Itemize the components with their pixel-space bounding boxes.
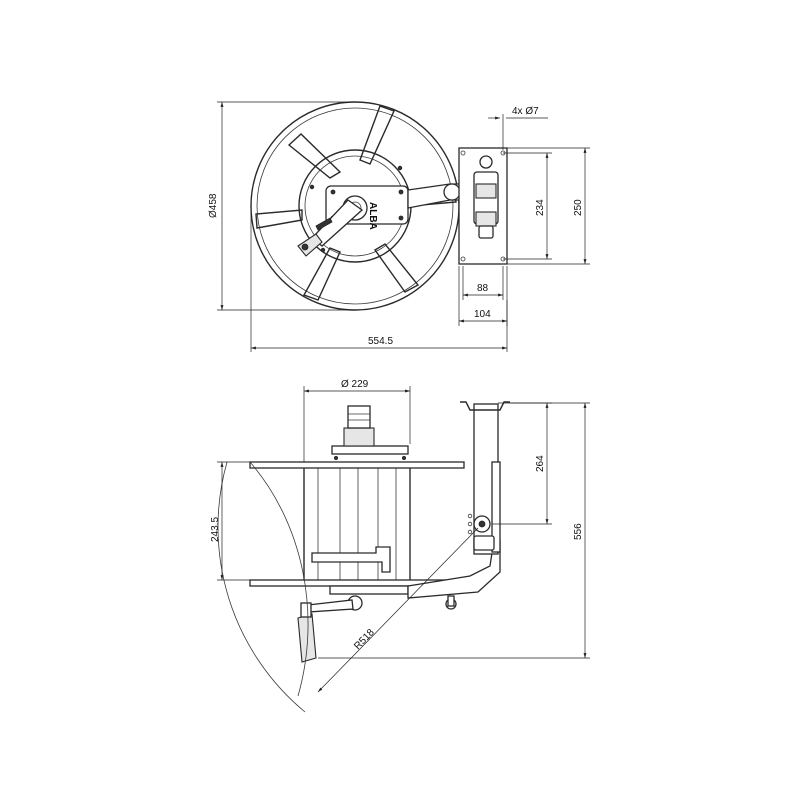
inlet-body [343, 427, 375, 447]
dim-556: 556 [318, 402, 590, 659]
r518-line [317, 527, 479, 693]
dim-556-label: 556 [573, 523, 584, 540]
swivel-collar-lower [475, 211, 497, 227]
dim-234: 234 [503, 152, 552, 260]
dim-229-label: Ø 229 [341, 379, 369, 390]
dim-104: 104 [458, 266, 508, 326]
bolt [309, 184, 315, 190]
swivel-collar [475, 183, 497, 199]
bolt [320, 247, 326, 253]
bolt [397, 165, 403, 171]
mounting-hole [460, 256, 466, 262]
swing-arc [217, 461, 306, 713]
dim-r518-label: R518 [352, 627, 377, 652]
swivel-lower-body [473, 535, 495, 551]
drum-top-flange [249, 461, 465, 469]
bracket-foot [460, 401, 510, 411]
swing-arc-right [249, 461, 309, 697]
bolt [330, 189, 336, 195]
dim-250-label: 250 [573, 199, 584, 216]
dim-243: 243.5 [210, 461, 250, 581]
inlet-plate [331, 445, 409, 455]
drum-inner-rim [256, 107, 454, 305]
swivel-knob-stem [447, 595, 455, 607]
dim-250: 250 [507, 147, 590, 265]
inlet-nut [347, 405, 371, 429]
dim-holes: 4x Ø7 [488, 106, 548, 150]
bolt [398, 215, 404, 221]
joint-bolt [467, 529, 473, 535]
dim-104-label: 104 [474, 309, 491, 320]
swivel-joint [443, 183, 461, 201]
crank-grip [297, 613, 317, 663]
crank-hub-plate [329, 585, 409, 595]
dim-554-label: 554.5 [368, 336, 393, 347]
mounting-hole [460, 150, 466, 156]
swivel-top-knob [479, 155, 493, 169]
dim-234-label: 234 [535, 199, 546, 216]
front-view: ALBA Ø458 554.5 [208, 101, 590, 352]
dim-264: 264 [492, 402, 552, 525]
joint-bolt [467, 521, 473, 527]
swivel-outlet [478, 225, 494, 239]
dim-holes-label: 4x Ø7 [512, 106, 539, 117]
dim-diameter-229: Ø 229 [303, 379, 411, 462]
bolt [333, 455, 338, 460]
bolt [398, 189, 404, 195]
crank-grip-stem [300, 602, 312, 618]
crank-knob [301, 243, 309, 251]
inner-handle [311, 546, 391, 573]
dim-458-label: Ø458 [208, 193, 219, 218]
dim-88-label: 88 [477, 283, 489, 294]
crank-label [315, 217, 333, 231]
dim-diameter-458: Ø458 [208, 101, 355, 311]
dim-243-label: 243.5 [210, 517, 221, 542]
dim-264-label: 264 [535, 455, 546, 472]
brand-label: ALBA [367, 202, 378, 230]
joint-bolt [467, 513, 473, 519]
drum-spokes [255, 105, 457, 301]
bolt [401, 455, 406, 460]
swivel-joint-inner [478, 520, 486, 528]
crank-handle [297, 233, 323, 257]
bracket-side-plate [491, 461, 501, 553]
crank-bar [307, 599, 354, 613]
dim-88: 88 [462, 266, 504, 300]
top-view: R518 Ø 229 243.5 264 556 [210, 379, 590, 713]
